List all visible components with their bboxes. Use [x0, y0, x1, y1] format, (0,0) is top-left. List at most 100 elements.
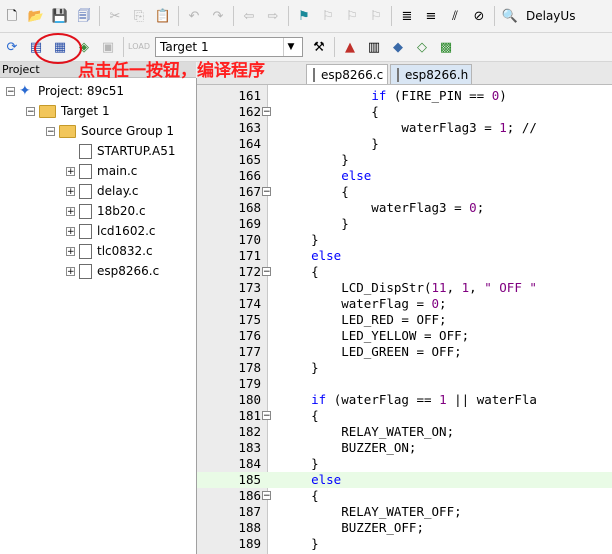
code-line[interactable]: 182 RELAY_WATER_ON; — [197, 424, 612, 440]
manage-components-icon[interactable]: ▲ — [345, 39, 355, 55]
code-line[interactable]: 186− { — [197, 488, 612, 504]
code-line[interactable]: 180 if (waterFlag == 1 || waterFla — [197, 392, 612, 408]
code-line[interactable]: 169 } — [197, 216, 612, 232]
copy-icon[interactable]: ⎘ — [133, 8, 145, 24]
code-line[interactable]: 173 LCD_DispStr(11, 1, " OFF " — [197, 280, 612, 296]
tree-item[interactable]: −Source Group 1 — [46, 122, 174, 140]
collapse-icon[interactable]: − — [6, 86, 15, 97]
clear-bookmarks-icon[interactable]: ⚐ — [370, 8, 382, 24]
tree-item[interactable]: −Target 1 — [26, 102, 110, 120]
next-bookmark-icon[interactable]: ⚐ — [346, 8, 358, 24]
code-line[interactable]: 164 } — [197, 136, 612, 152]
open-folder-icon[interactable]: 📂 — [27, 8, 45, 24]
code-line[interactable]: 188 BUZZER_OFF; — [197, 520, 612, 536]
code-line[interactable]: 165 } — [197, 152, 612, 168]
tree-item[interactable]: + lcd1602.c — [66, 222, 156, 240]
expand-icon[interactable]: + — [66, 166, 75, 177]
tree-item[interactable]: +main.c — [66, 162, 137, 180]
tree-item[interactable]: +delay.c — [66, 182, 139, 200]
tree-item-label: lcd1602.c — [97, 224, 156, 238]
code-line[interactable]: 163 waterFlag3 = 1; // — [197, 120, 612, 136]
bookmark-icon[interactable]: ⚑ — [298, 8, 310, 24]
fold-toggle-icon[interactable]: − — [262, 267, 271, 277]
line-number: 180 — [238, 392, 261, 407]
file-extensions-icon[interactable]: ▥ — [367, 39, 381, 55]
code-line[interactable]: 176 LED_YELLOW = OFF; — [197, 328, 612, 344]
code-text: if (FIRE_PIN == 0) — [281, 88, 506, 104]
editor-tab[interactable]: esp8266.c — [306, 64, 388, 84]
undo-icon[interactable]: ↶ — [188, 8, 200, 24]
expand-icon[interactable]: + — [66, 266, 75, 277]
expand-icon[interactable]: + — [66, 226, 75, 237]
expand-icon[interactable]: + — [66, 246, 75, 257]
new-file-icon[interactable]: 🗋 — [6, 8, 18, 24]
code-line[interactable]: 178 } — [197, 360, 612, 376]
code-text: else — [281, 248, 341, 264]
expand-icon[interactable]: + — [66, 206, 75, 217]
code-line[interactable]: 185 else — [197, 472, 612, 488]
toolbar-separator — [99, 6, 100, 26]
find-target-label[interactable]: DelayUs — [526, 9, 576, 23]
cut-icon[interactable]: ✂ — [109, 8, 121, 24]
line-number: 185 — [238, 472, 261, 487]
literal-token: 0 — [469, 200, 477, 215]
find-in-files-icon[interactable]: 🔍 — [501, 8, 519, 24]
code-editor[interactable]: 161 if (FIRE_PIN == 0)162− {163 waterFla… — [197, 85, 612, 554]
stop-build-icon[interactable]: ▣ — [101, 39, 115, 55]
code-line[interactable]: 174 waterFlag = 0; — [197, 296, 612, 312]
nav-forward-icon[interactable]: ⇨ — [267, 8, 279, 24]
code-line[interactable]: 170 } — [197, 232, 612, 248]
target-select[interactable]: Target 1 ▼ — [155, 37, 303, 57]
code-text: BUZZER_OFF; — [281, 520, 424, 536]
expand-icon[interactable]: + — [66, 186, 75, 197]
collapse-icon[interactable]: − — [26, 106, 35, 117]
fold-toggle-icon[interactable]: − — [262, 187, 271, 197]
save-all-icon[interactable]: 🗐 — [77, 8, 91, 24]
tree-item[interactable]: +tlc0832.c — [66, 242, 153, 260]
download-icon[interactable]: LOAD — [128, 42, 150, 51]
batch-build-icon[interactable]: ◈ — [79, 39, 89, 55]
fold-toggle-icon[interactable]: − — [262, 107, 271, 117]
toolbar-separator — [391, 6, 392, 26]
toolbar-separator — [288, 6, 289, 26]
unindent-icon[interactable]: ≡ — [425, 8, 437, 24]
code-line[interactable]: 184 } — [197, 456, 612, 472]
code-line[interactable]: 162− { — [197, 104, 612, 120]
code-line[interactable]: 167− { — [197, 184, 612, 200]
code-line[interactable]: 168 waterFlag3 = 0; — [197, 200, 612, 216]
fold-toggle-icon[interactable]: − — [262, 491, 271, 501]
tree-item[interactable]: +18b20.c — [66, 202, 146, 220]
redo-icon[interactable]: ↷ — [212, 8, 224, 24]
comment-icon[interactable]: ⫽ — [452, 8, 458, 24]
code-line[interactable]: 179 — [197, 376, 612, 392]
pack-installer-icon[interactable]: ◇ — [417, 39, 427, 55]
select-packs-icon[interactable]: ◆ — [393, 39, 403, 55]
code-line[interactable]: 181− { — [197, 408, 612, 424]
tree-item[interactable]: −✦Project: 89c51 — [6, 82, 124, 100]
uncomment-icon[interactable]: ⊘ — [473, 8, 485, 24]
indent-icon[interactable]: ≣ — [401, 8, 413, 24]
fold-toggle-icon[interactable]: − — [262, 411, 271, 421]
editor-tab[interactable]: esp8266.h — [390, 64, 472, 84]
code-line[interactable]: 161 if (FIRE_PIN == 0) — [197, 88, 612, 104]
target-options-icon[interactable]: ⚒ — [313, 39, 325, 55]
tree-item[interactable]: STARTUP.A51 — [66, 142, 175, 160]
translate-icon[interactable]: ⟳ — [6, 39, 18, 55]
nav-back-icon[interactable]: ⇦ — [243, 8, 255, 24]
code-line[interactable]: 166 else — [197, 168, 612, 184]
code-line[interactable]: 175 LED_RED = OFF; — [197, 312, 612, 328]
code-line[interactable]: 177 LED_GREEN = OFF; — [197, 344, 612, 360]
code-line[interactable]: 183 BUZZER_ON; — [197, 440, 612, 456]
paste-icon[interactable]: 📋 — [154, 8, 172, 24]
save-icon[interactable]: 💾 — [51, 8, 69, 24]
code-line[interactable]: 189 } — [197, 536, 612, 552]
code-line[interactable]: 187 RELAY_WATER_OFF; — [197, 504, 612, 520]
chevron-down-icon[interactable]: ▼ — [283, 38, 298, 56]
code-line[interactable]: 172− { — [197, 264, 612, 280]
tree-item[interactable]: +esp8266.c — [66, 262, 159, 280]
prev-bookmark-icon[interactable]: ⚐ — [322, 8, 334, 24]
collapse-icon[interactable]: − — [46, 126, 55, 137]
run-time-env-icon[interactable]: ▩ — [439, 39, 453, 55]
code-line[interactable]: 171 else — [197, 248, 612, 264]
line-number: 184 — [238, 456, 261, 471]
